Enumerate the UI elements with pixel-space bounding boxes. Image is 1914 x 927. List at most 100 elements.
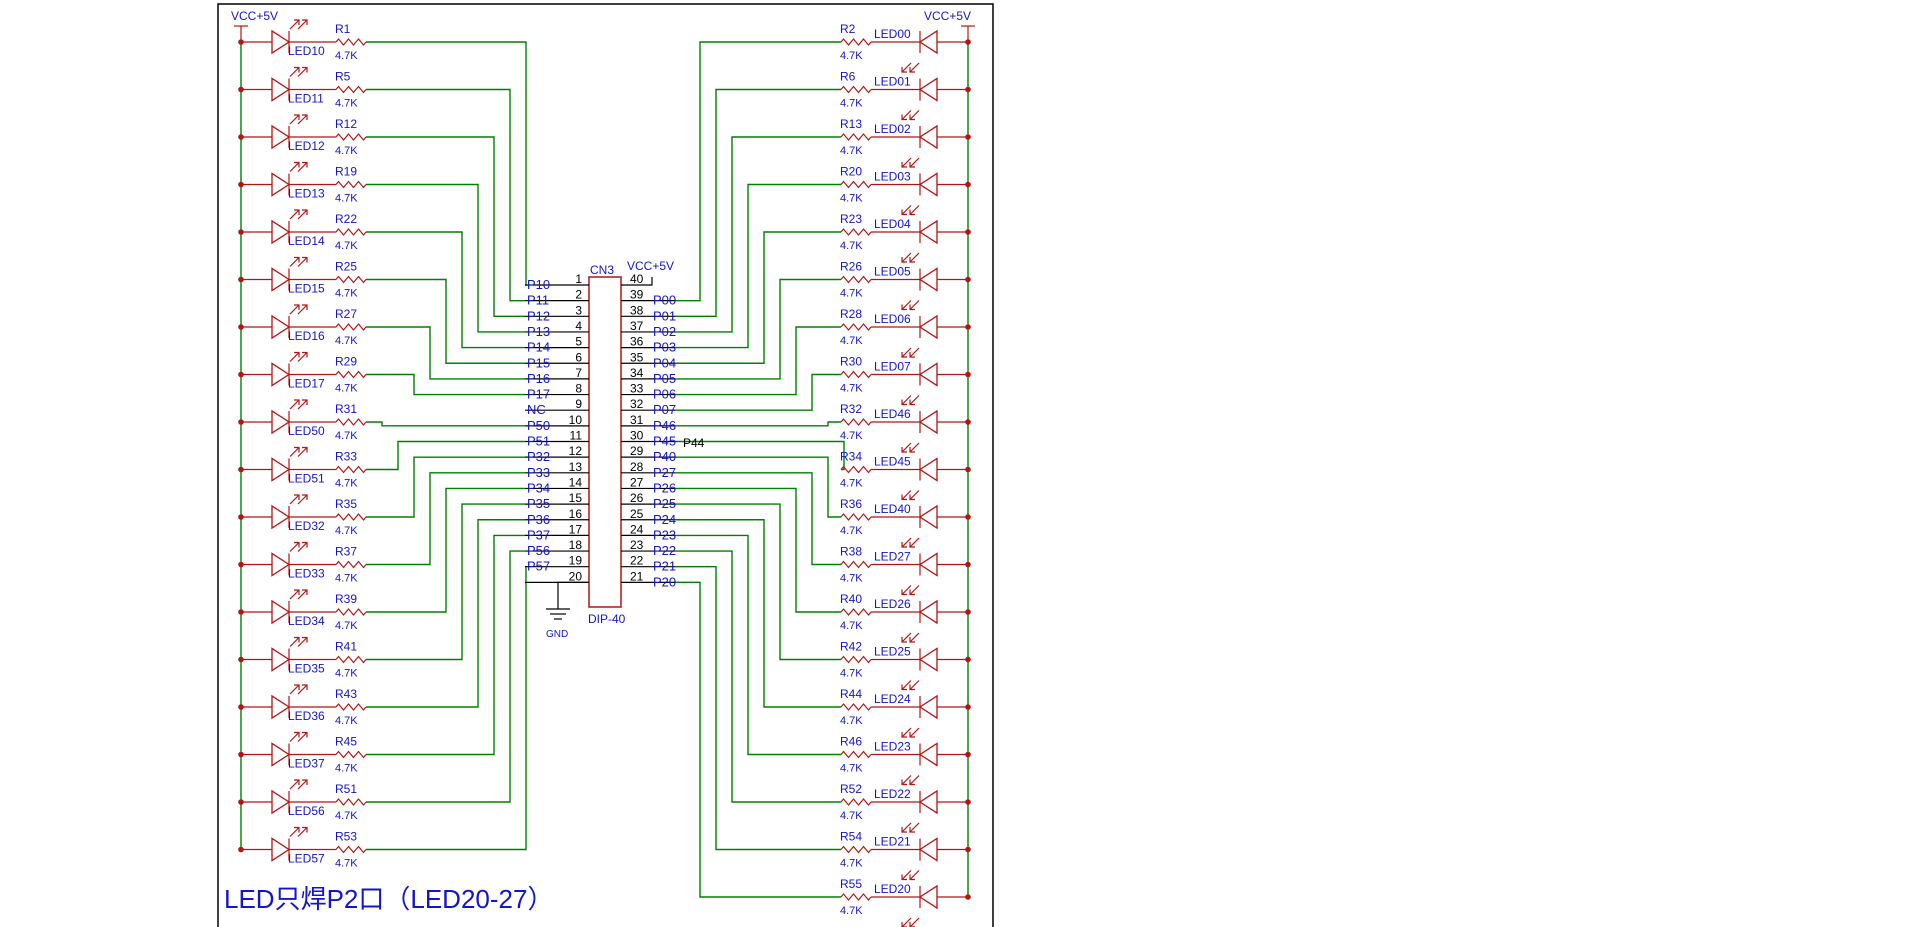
- net-wire: [675, 534, 841, 756]
- res-label: R41: [335, 640, 357, 654]
- res-label: R20: [840, 165, 862, 179]
- led-label: LED37: [288, 757, 325, 771]
- resistor: [335, 845, 367, 854]
- led-label: LED20: [874, 882, 911, 896]
- net-label: P12: [527, 308, 550, 323]
- net-wire: [366, 472, 525, 566]
- res-value: 4.7K: [335, 430, 358, 442]
- net-wire: [366, 503, 525, 661]
- led-diode: [271, 694, 291, 720]
- net-wire: [675, 136, 841, 333]
- res-label: R52: [840, 782, 862, 796]
- res-label: R46: [840, 735, 862, 749]
- res-value: 4.7K: [335, 858, 358, 870]
- res-label: R33: [335, 450, 357, 464]
- net-wire: [675, 41, 841, 302]
- net-label: P34: [527, 480, 550, 495]
- net-label: P00: [653, 293, 676, 308]
- net-label: P20: [653, 574, 676, 589]
- res-label: R37: [335, 545, 357, 559]
- net-label: P22: [653, 543, 676, 558]
- pin-number: 32: [630, 397, 644, 411]
- net-label: P13: [527, 324, 550, 339]
- resistor: [840, 275, 872, 284]
- net-label: P16: [527, 371, 550, 386]
- net-wire: [675, 326, 841, 396]
- net-wire: [675, 519, 841, 708]
- net-wire: [675, 183, 841, 349]
- led-arrows: [901, 205, 920, 216]
- res-value: 4.7K: [335, 383, 358, 395]
- led-diode: [271, 219, 291, 245]
- led-label: LED34: [288, 614, 325, 628]
- led-label: LED01: [874, 75, 911, 89]
- res-label: R43: [335, 687, 357, 701]
- connector-ref: CN3: [590, 263, 614, 277]
- res-value: 4.7K: [335, 620, 358, 632]
- resistor: [840, 893, 872, 901]
- sheet-border: [217, 3, 994, 927]
- led-label: LED04: [874, 217, 911, 231]
- led-label: LED57: [288, 852, 325, 866]
- led-label: LED56: [288, 804, 325, 818]
- resistor: [840, 180, 872, 189]
- led-arrows: [901, 395, 920, 406]
- connector-body: [588, 276, 622, 608]
- pin-number: 15: [569, 491, 583, 505]
- res-value: 4.7K: [335, 810, 358, 822]
- led-diode: [918, 837, 938, 862]
- res-value: 4.7K: [335, 98, 358, 110]
- net-wire: [675, 278, 841, 380]
- res-value: 4.7K: [335, 193, 358, 205]
- res-label: R28: [840, 307, 862, 321]
- res-value: 4.7K: [840, 240, 863, 252]
- led-label: LED21: [874, 835, 911, 849]
- res-label: R31: [335, 402, 357, 416]
- pin-number: 29: [630, 444, 644, 458]
- resistor: [840, 798, 872, 806]
- res-value: 4.7K: [335, 715, 358, 727]
- res-label: R30: [840, 355, 862, 369]
- led-diode: [271, 504, 291, 530]
- net-wire: [366, 456, 525, 518]
- net-wire: [366, 326, 525, 380]
- res-value: 4.7K: [335, 478, 358, 490]
- led-diode: [271, 742, 291, 767]
- vcc40-wire: [621, 277, 653, 286]
- pin-number: 9: [575, 397, 582, 411]
- net-label: P36: [527, 512, 550, 527]
- led-arrows: [289, 304, 308, 315]
- pin-number: 16: [569, 507, 583, 521]
- pin-number: 34: [630, 366, 644, 380]
- led-arrows: [901, 300, 920, 311]
- led-arrows: [901, 632, 920, 643]
- led-label: LED03: [874, 170, 911, 184]
- net-wire: [675, 503, 841, 661]
- net-label: P15: [527, 355, 550, 370]
- led-label: LED27: [874, 550, 911, 564]
- resistor: [840, 38, 872, 46]
- net-label: P02: [653, 324, 676, 339]
- pin-number: 19: [569, 554, 583, 568]
- res-label: R27: [335, 307, 357, 321]
- led-arrows: [289, 826, 308, 837]
- resistor: [840, 465, 872, 474]
- led-arrows: [289, 19, 308, 30]
- led-arrows: [901, 490, 920, 501]
- res-value: 4.7K: [335, 668, 358, 680]
- res-value: 4.7K: [840, 193, 863, 205]
- res-value: 4.7K: [840, 525, 863, 537]
- led-label: LED35: [288, 662, 325, 676]
- res-label: R53: [335, 830, 357, 844]
- pin-number: 26: [630, 491, 644, 505]
- net-wire: [675, 440, 845, 471]
- led-arrows: [901, 870, 920, 881]
- resistor: [335, 513, 367, 521]
- res-label: R32: [840, 402, 862, 416]
- resistor: [840, 133, 872, 141]
- res-label: R22: [335, 212, 357, 226]
- res-value: 4.7K: [335, 763, 358, 775]
- net-wire: [366, 231, 525, 349]
- pin-number: 7: [575, 366, 582, 380]
- led-label: LED22: [874, 787, 911, 801]
